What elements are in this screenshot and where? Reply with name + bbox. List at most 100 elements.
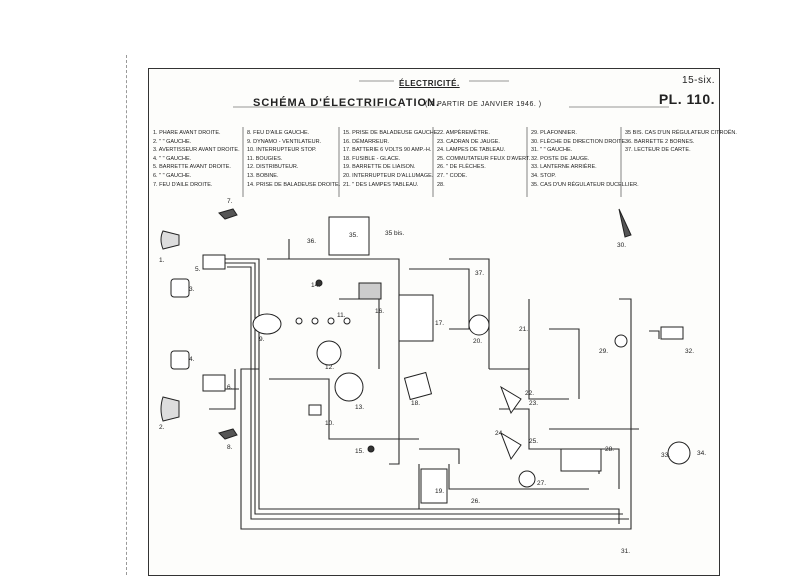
fuel-sender — [660, 326, 684, 340]
label-1: 1. — [159, 257, 165, 264]
terminal-bar-left — [202, 374, 226, 392]
headlamp-right — [160, 230, 180, 250]
legend-item: 33. Lanterne arrière. — [531, 164, 597, 171]
legend-item: 35. Cas d'un régulateur Ducellier. — [531, 181, 639, 188]
wiring-diagram: 1. 2. 3. 4. 5. 6. 7. 8. 9. 10. 11. 12. 1… — [159, 80, 706, 555]
legend-item: 15. Prise de baladeuse gauche. — [343, 130, 439, 136]
label-2: 2. — [159, 424, 165, 431]
label-7: 7. — [227, 198, 233, 205]
label-15: 15. — [355, 448, 364, 455]
gauge-dial — [500, 431, 522, 461]
legend-item: 9. Dynamo - ventilateur. — [247, 138, 322, 145]
label-34: 34. — [697, 450, 706, 457]
legend-item: 5. Barrette avant droite. — [153, 164, 231, 171]
coil — [334, 372, 364, 402]
legend-item: 36. Barrette 2 bornes. — [625, 138, 695, 145]
rear-lamp — [667, 441, 691, 465]
legend-item: 20. Interrupteur d'allumage. — [343, 172, 434, 179]
distributor — [316, 340, 342, 366]
component-labels: 1. 2. 3. 4. 5. 6. 7. 8. 9. 10. 11. 12. 1… — [159, 198, 706, 555]
legend-item: 19. Barrette de liaison. — [343, 164, 416, 171]
wing-lamp-right — [218, 208, 238, 220]
label-6: 6. — [227, 384, 233, 391]
legend-item: 8. Feu d'aile gauche. — [247, 130, 310, 136]
label-10: 10. — [325, 420, 334, 427]
label-8: 8. — [227, 444, 233, 451]
legend-column-2: 8. Feu d'aile gauche. 9. Dynamo - ventil… — [247, 129, 340, 189]
scan-edge-line — [126, 55, 128, 575]
legend-item: 17. Batterie 6 volts 90 amp.-h. — [343, 147, 432, 154]
label-9: 9. — [259, 336, 265, 343]
plate-subreference: 15-six. — [682, 75, 715, 86]
section-heading: ÉLECTRICITÉ. — [399, 79, 460, 88]
legend-item: 35 bis. Cas d'un régulateur Citroën. — [625, 130, 737, 136]
label-31: 31. — [621, 548, 630, 555]
label-25: 25. — [529, 438, 538, 445]
legend-item: 24. Lampes de tableau. — [437, 147, 506, 154]
legend-item: 21. " des lampes tableau. — [343, 181, 419, 188]
plate-subtitle: ( A PARTIR DE JANVIER 1946. ) — [425, 101, 542, 108]
terminal-bar-right — [202, 254, 226, 270]
legend-item: 30. Flèche de direction droite. — [531, 138, 627, 145]
legend-item: 29. Plafonnier. — [531, 130, 577, 136]
legend-column-5: 29. Plafonnier. 30. Flèche de direction … — [531, 129, 639, 189]
legend-item: 6. " " gauche. — [153, 172, 192, 179]
legend-item: 16. Démarreur. — [343, 138, 390, 145]
label-32: 32. — [685, 348, 694, 355]
dynamo — [252, 313, 282, 335]
label-3: 3. — [189, 286, 195, 293]
legend-item: 11. Bougies. — [247, 155, 283, 162]
plate-title: SCHÉMA D'ÉLECTRIFICATION. — [253, 97, 441, 109]
legend-item: 10. Interrupteur stop. — [247, 147, 317, 154]
inspection-lamp-socket — [315, 279, 323, 287]
label-18: 18. — [411, 400, 420, 407]
label-23: 23. — [529, 400, 538, 407]
legend-item: 2. " " gauche. — [153, 138, 192, 145]
legend-item: 7. Feu d'aile droite. — [153, 181, 213, 188]
label-17: 17. — [435, 320, 444, 327]
starter-motor — [358, 282, 382, 300]
battery — [398, 294, 434, 342]
label-30: 30. — [617, 242, 626, 249]
wiring-plate: ÉLECTRICITÉ. SCHÉMA D'ÉLECTRIFICATION. (… — [148, 68, 737, 576]
label-22: 22. — [525, 390, 534, 397]
label-33: 33. — [661, 452, 670, 459]
ignition-switch — [468, 314, 490, 336]
fuse-box — [403, 371, 433, 401]
label-14: 14. — [311, 282, 320, 289]
legend-item: 12. Distributeur. — [247, 164, 299, 171]
inspection-lamp-socket-left — [367, 445, 375, 453]
label-27: 27. — [537, 480, 546, 487]
label-21: 21. — [519, 326, 528, 333]
label-29: 29. — [599, 348, 608, 355]
regulator — [328, 216, 370, 256]
label-19: 19. — [435, 488, 444, 495]
label-35-bis: 35 bis. — [385, 230, 404, 237]
label-11: 11. — [337, 312, 346, 319]
label-37: 37. — [475, 270, 484, 277]
label-16: 16. — [375, 308, 384, 315]
spark-plugs — [295, 317, 351, 325]
label-5: 5. — [195, 266, 201, 273]
legend-item: 32. Poste de jauge. — [531, 155, 590, 162]
wire-harness — [209, 239, 660, 530]
legend-item: 14. Prise de baladeuse droite. — [247, 181, 341, 188]
label-35: 35. — [349, 232, 358, 239]
legend-item: 1. Phare avant droite. — [153, 130, 221, 136]
label-36: 36. — [307, 238, 316, 245]
legend-column-6: 35 bis. Cas d'un régulateur Citroën. 36.… — [625, 129, 737, 155]
label-24: 24. — [495, 430, 504, 437]
label-12: 12. — [325, 364, 334, 371]
legend-item: 22. Ampèremètre. — [437, 130, 490, 136]
legend-item: 27. " code. — [437, 172, 468, 179]
stop-switch — [308, 404, 322, 416]
legend-item: 28. — [437, 181, 445, 188]
switch-block — [560, 448, 602, 472]
wing-lamp-left — [218, 428, 238, 440]
code-switch — [518, 470, 536, 488]
legend-rules — [233, 80, 669, 197]
horn-left — [170, 350, 190, 370]
label-20: 20. — [473, 338, 482, 345]
legend-item: 31. " " gauche. — [531, 147, 573, 154]
legend-item: 13. Bobine. — [247, 172, 279, 179]
